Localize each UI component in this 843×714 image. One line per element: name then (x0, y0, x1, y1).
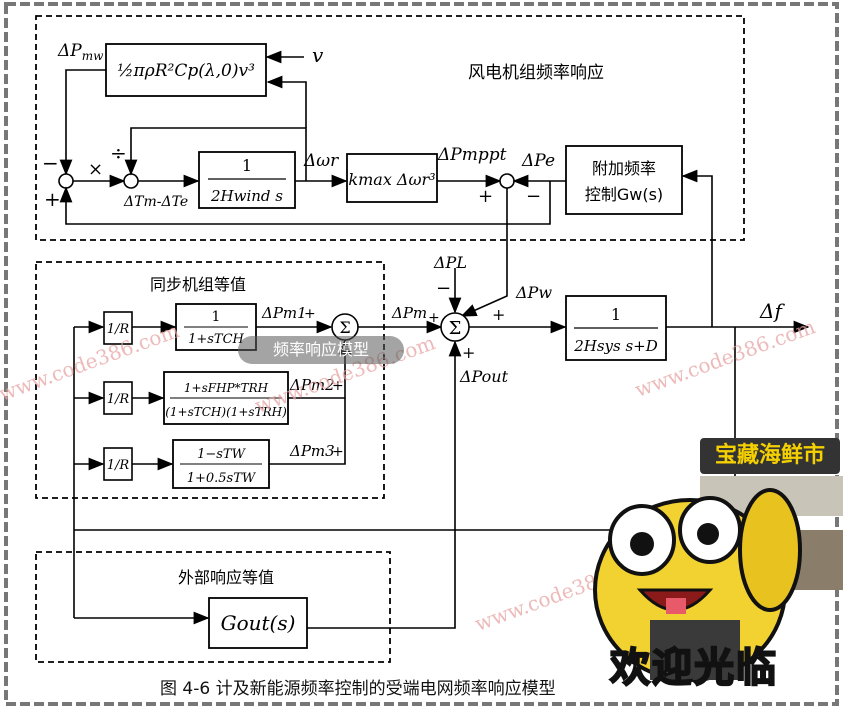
wind-section-title: 风电机组频率响应 (468, 63, 604, 83)
wind-sum-junction-2 (499, 173, 515, 189)
sticker-pupil-right (697, 523, 719, 545)
sticker-apron (650, 620, 740, 680)
sync-sum-sigma: Σ (339, 318, 350, 337)
dPout-label: ΔPout (459, 367, 509, 386)
dPm-plus: + (428, 310, 440, 326)
outer-frame (4, 2, 839, 706)
b1-den: 1+sTCH (188, 332, 244, 347)
input-v-label: v (312, 43, 324, 67)
dPw-plus: + (492, 305, 505, 324)
dPm1-plus: + (304, 306, 316, 322)
sticker-tongue (666, 598, 686, 614)
df-feedback-to-aux (681, 169, 713, 327)
dPm3-label: ΔPm3 (289, 442, 335, 460)
wind-divide-junction (123, 173, 139, 189)
sum2-plus: + (478, 186, 493, 207)
dPm1-label: ΔPm1 (261, 304, 307, 322)
dPL-minus: − (436, 278, 451, 299)
times-sign: × (88, 159, 103, 180)
aero-to-sum-line (59, 69, 106, 176)
b2-num: 1+sFHP*TRH (184, 381, 269, 395)
domega-feedback-aero (266, 75, 307, 128)
dPm-label: ΔPm (391, 304, 427, 322)
domega-label: Δωr (303, 151, 339, 171)
overlay-title-badge: 频率响应模型 (238, 336, 404, 364)
dTm-dTe-label: ΔTm-ΔTe (123, 194, 188, 210)
gout-label: Gout(s) (221, 611, 296, 635)
sticker-spikes (738, 488, 802, 612)
inertia-num: 1 (242, 156, 252, 175)
wind-section-frame (35, 15, 745, 241)
dPout-plus: + (462, 343, 475, 362)
dPL-label: ΔPL (433, 253, 467, 272)
gain-block-1 (103, 311, 133, 345)
sticker-title: 宝藏海鲜市 (700, 438, 840, 474)
gain-block-2 (103, 381, 133, 415)
sticker-welcome-text: 欢迎光临 (609, 644, 778, 692)
wind-inertia-block (198, 151, 296, 209)
dPe-label: ΔPe (521, 151, 555, 171)
aux-block-line2: 控制Gw(s) (585, 185, 663, 204)
b3-den: 1+0.5sTW (187, 471, 257, 486)
b3-num: 1−sTW (197, 447, 247, 462)
mppt-block (346, 153, 438, 203)
gain-block-3 (103, 447, 133, 481)
dPmw-label: ΔPmw (57, 41, 104, 63)
gout-block (208, 597, 308, 649)
aero-power-formula: ½πρR²Cp(λ,0)v³ (117, 61, 255, 81)
gain2-label: 1/R (107, 392, 130, 407)
aux-freq-control-block (565, 145, 683, 215)
gain1-label: 1/R (107, 322, 130, 337)
dPm3-plus: + (332, 444, 344, 460)
sync-section-title: 同步机组等值 (150, 275, 246, 294)
figure-caption: 图 4-6 计及新能源频率控制的受端电网频率响应模型 (160, 679, 556, 699)
sum1-minus: − (42, 151, 59, 175)
sticker-mascot (593, 476, 843, 682)
dPe-feedback-line (59, 181, 551, 225)
domega-feedback-divide (124, 127, 307, 181)
sum2-minus: − (526, 186, 541, 207)
dPw-down-line (460, 188, 508, 317)
aux-block-line1: 附加频率 (592, 159, 656, 178)
dPm2-plus: + (332, 378, 344, 394)
sync-section-frame (35, 261, 385, 499)
b2-den: (1+sTCH)(1+sTRH) (165, 405, 287, 419)
dPm2-label: ΔPm2 (289, 376, 335, 394)
gain3-label: 1/R (107, 458, 130, 473)
wind-sum-junction-1 (58, 173, 74, 189)
main-sum-sigma: Σ (449, 318, 462, 339)
inertia-den: 2Hwind s (210, 187, 283, 205)
dPw-label: ΔPw (515, 283, 552, 302)
gout-to-main-sum (307, 340, 462, 629)
dPmppt-label: ΔPmppt (437, 145, 507, 165)
sticker: 宝藏海鲜市 欢迎光临 (580, 430, 843, 700)
sticker-pupil-left (630, 532, 654, 556)
sum1-plus: + (44, 187, 61, 211)
external-section-frame (35, 551, 391, 663)
output-df-label: Δf (759, 299, 785, 323)
divide-sign: ÷ (110, 141, 127, 165)
sys-num: 1 (611, 305, 621, 324)
external-section-title: 外部响应等值 (178, 568, 274, 587)
sys-den: 2Hsys s+D (573, 337, 658, 355)
mppt-formula: kmax Δωr³ (348, 170, 435, 189)
b3-to-sync-sum (269, 398, 346, 465)
b1-num: 1 (212, 309, 221, 325)
